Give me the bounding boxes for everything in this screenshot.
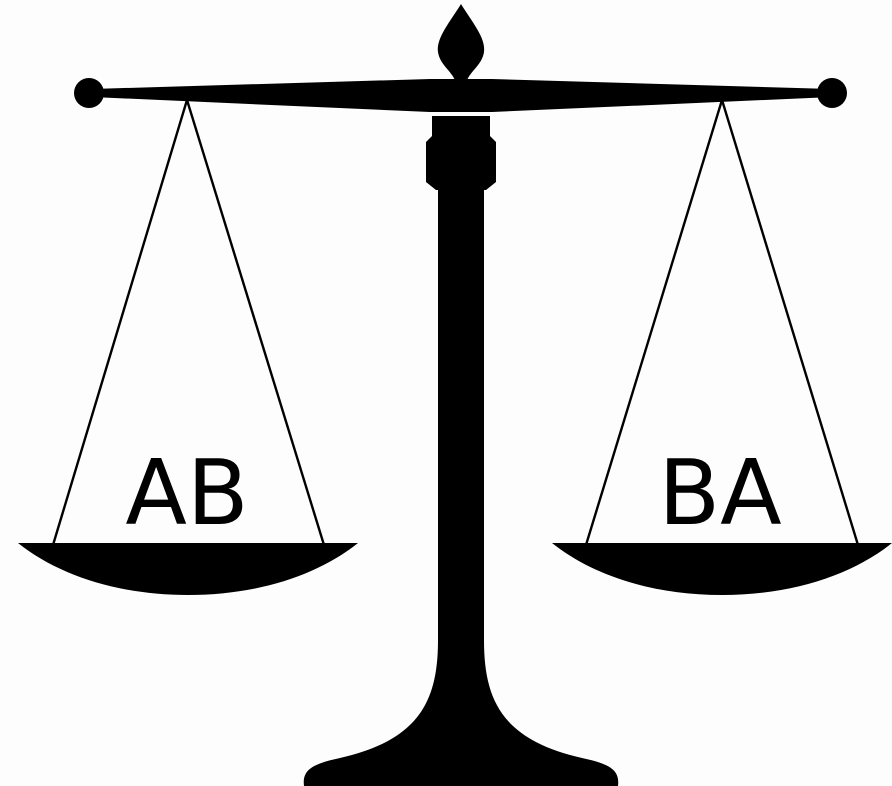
scale-collar [426,116,496,190]
scale-drawing [18,4,892,786]
scale-column [438,186,484,686]
left-pan [18,543,358,595]
beam-end-left [74,78,104,108]
scale-finial [438,4,484,84]
right-pan [552,543,892,595]
scale-base [304,640,618,786]
beam-end-right [817,78,847,108]
left-pan-label: AB [125,441,248,546]
right-pan-label: BA [658,441,781,546]
